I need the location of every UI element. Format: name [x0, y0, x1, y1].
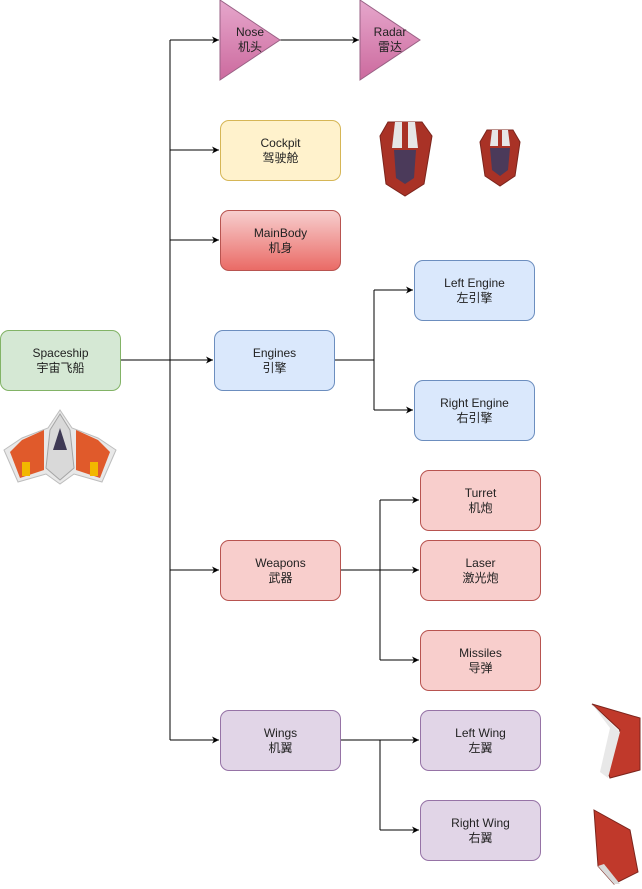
left-wing-node[interactable]: Left Wing 左翼 [420, 710, 541, 771]
spaceship-subtitle: 宇宙飞船 [36, 360, 85, 375]
right-engine-subtitle: 右引擎 [456, 410, 493, 425]
cockpit-subtitle: 驾驶舱 [262, 150, 299, 165]
spaceship-sprite-icon [3, 409, 117, 485]
nose-triangle [219, 0, 281, 81]
missiles-node[interactable]: Missiles 导弹 [420, 630, 541, 691]
mainbody-title: MainBody [253, 225, 308, 240]
turret-title: Turret [464, 485, 497, 500]
wings-title: Wings [263, 725, 298, 740]
right-wing-node[interactable]: Right Wing 右翼 [420, 800, 541, 861]
nose-title: Nose [235, 25, 264, 39]
left-wing-title: Left Wing [455, 725, 506, 740]
right-wing-title: Right Wing [451, 815, 510, 830]
left-wing-sprite-icon [591, 703, 641, 779]
wings-subtitle: 机翼 [268, 740, 293, 755]
spaceship-node[interactable]: Spaceship 宇宙飞船 [0, 330, 121, 391]
left-engine-subtitle: 左引擎 [456, 290, 493, 305]
right-wing-sprite-icon [593, 809, 639, 885]
radar-label: Radar 雷达 [360, 25, 420, 55]
spaceship-title: Spaceship [32, 345, 89, 360]
turret-subtitle: 机炮 [468, 500, 493, 515]
cockpit-node[interactable]: Cockpit 驾驶舱 [220, 120, 341, 181]
nose-subtitle: 机头 [237, 40, 262, 54]
right-engine-title: Right Engine [440, 395, 509, 410]
nose-label: Nose 机头 [220, 25, 280, 55]
engines-subtitle: 引擎 [262, 360, 287, 375]
edge-wings-branch [340, 739, 381, 830]
edge-engines-branch [334, 290, 375, 410]
edge-weapons-branch [340, 500, 381, 660]
weapons-title: Weapons [255, 555, 306, 570]
mainbody-node[interactable]: MainBody 机身 [220, 210, 341, 271]
engines-title: Engines [252, 345, 297, 360]
weapons-subtitle: 武器 [268, 570, 293, 585]
missiles-title: Missiles [459, 645, 502, 660]
weapons-node[interactable]: Weapons 武器 [220, 540, 341, 601]
laser-title: Laser [465, 555, 496, 570]
wings-node[interactable]: Wings 机翼 [220, 710, 341, 771]
mainbody-subtitle: 机身 [268, 240, 293, 255]
connectors [120, 36, 419, 834]
radar-subtitle: 雷达 [377, 40, 402, 54]
left-wing-subtitle: 左翼 [468, 740, 493, 755]
laser-subtitle: 激光炮 [462, 570, 499, 585]
right-wing-subtitle: 右翼 [468, 830, 493, 845]
cockpit-title: Cockpit [260, 135, 301, 150]
engines-node[interactable]: Engines 引擎 [214, 330, 335, 391]
radar-title: Radar [373, 25, 407, 39]
left-engine-node[interactable]: Left Engine 左引擎 [414, 260, 535, 321]
cockpit-small-sprite-icon [479, 129, 521, 187]
laser-node[interactable]: Laser 激光炮 [420, 540, 541, 601]
radar-triangle [359, 0, 421, 81]
turret-node[interactable]: Turret 机炮 [420, 470, 541, 531]
right-engine-node[interactable]: Right Engine 右引擎 [414, 380, 535, 441]
cockpit-sprite-icon [379, 121, 433, 197]
missiles-subtitle: 导弹 [468, 660, 493, 675]
left-engine-title: Left Engine [444, 275, 505, 290]
